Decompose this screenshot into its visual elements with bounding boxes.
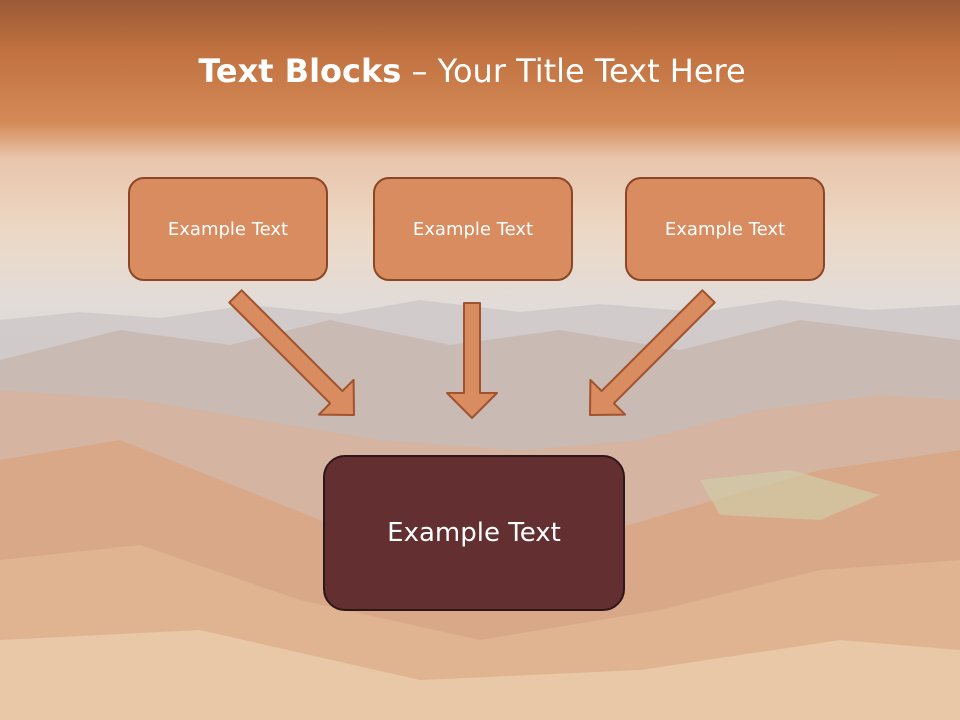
- text-block-right-label: Example Text: [664, 218, 786, 240]
- text-block-left[interactable]: Example Text: [128, 177, 328, 281]
- arrow-right-icon: [589, 289, 716, 416]
- arrow-center-icon: [446, 302, 498, 419]
- target-block-label: Example Text: [387, 518, 561, 548]
- target-block[interactable]: Example Text: [323, 455, 625, 611]
- slide-title: Text Blocks – Your Title Text Here: [0, 52, 944, 90]
- text-block-center[interactable]: Example Text: [373, 177, 573, 281]
- title-bold: Text Blocks: [198, 52, 402, 90]
- text-block-left-label: Example Text: [167, 218, 289, 240]
- text-block-right[interactable]: Example Text: [625, 177, 825, 281]
- arrow-left-icon: [228, 289, 355, 416]
- text-block-center-label: Example Text: [412, 218, 534, 240]
- title-rest: – Your Title Text Here: [401, 52, 746, 90]
